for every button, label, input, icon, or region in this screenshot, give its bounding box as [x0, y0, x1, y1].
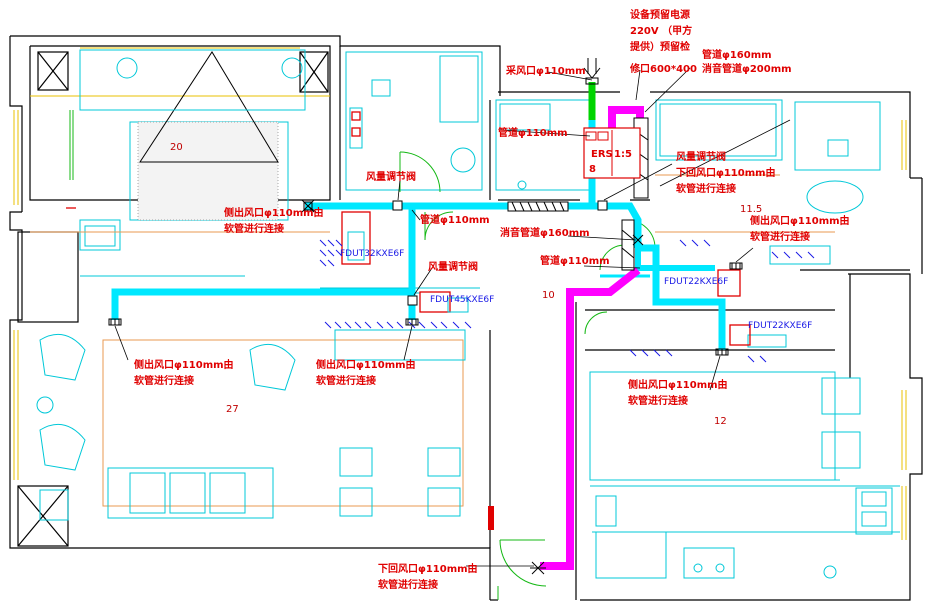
return-vent-bottom-line1: 下回风口φ110mm由	[378, 562, 478, 575]
side-vent-lr-line2: 软管进行连接	[628, 394, 688, 407]
ers-label: ERS	[591, 149, 613, 160]
return-vent-label-line1: 下回风口φ110mm由	[676, 166, 776, 179]
side-vent-ll-line2: 软管进行连接	[134, 374, 194, 387]
fdut-center-label: FDUT45KXE6F	[430, 295, 494, 305]
side-vent-ur-line1: 侧出风口φ110mm由	[750, 214, 850, 227]
duct-160-label: 管道φ160mm	[702, 48, 772, 61]
damper-right-icon	[597, 200, 608, 211]
fdut-right-label: FDUT22KXE6F	[664, 277, 728, 287]
power-note-line1: 设备预留电源	[630, 8, 690, 21]
duct-110-top-label: 管道φ110mm	[498, 126, 568, 139]
walls	[9, 35, 923, 601]
fdut-left-label: FDUT32KXE6F	[340, 249, 404, 259]
silencer-duct-200-label: 消音管道φ200mm	[702, 62, 792, 75]
damper-left-icon	[392, 200, 403, 211]
side-vent-lr-line1: 侧出风口φ110mm由	[628, 378, 728, 391]
duct-110-right-label: 管道φ110mm	[540, 254, 610, 267]
ers-unit: ERS 8 1:5	[583, 127, 641, 179]
ratio-label: 1:5	[614, 149, 632, 160]
side-vent-ul-line1: 侧出风口φ110mm由	[224, 206, 324, 219]
room-number-12: 12	[714, 416, 727, 427]
fdut-lower-right-label: FDUT22KXE6F	[748, 321, 812, 331]
duct-110-mid-label: 管道φ110mm	[420, 213, 490, 226]
return-vent-bottom-line2: 软管进行连接	[378, 578, 438, 591]
leader-lines	[114, 67, 791, 567]
room-number-10: 10	[542, 290, 555, 301]
side-vent-ul-line2: 软管进行连接	[224, 222, 284, 235]
side-vent-ur-line2: 软管进行连接	[750, 230, 810, 243]
ers-sub-label: 8	[589, 164, 596, 175]
furniture	[13, 47, 907, 600]
indoor-units	[341, 211, 751, 346]
room-number-20: 20	[170, 142, 183, 153]
side-vent-ll-line1: 侧出风口φ110mm由	[134, 358, 234, 371]
damper-left-label: 风量调节阀	[366, 170, 416, 183]
room-number-27: 27	[226, 404, 239, 415]
vent-grilles	[319, 239, 815, 363]
damper-center-icon	[407, 295, 418, 306]
annotations: 设备预留电源 220V （甲方 提供）预留检 修口600*400 采风口φ110…	[134, 8, 850, 591]
damper-center-label: 风量调节阀	[428, 260, 478, 273]
side-vent-lm-line2: 软管进行连接	[316, 374, 376, 387]
damper-right-label: 风量调节阀	[676, 150, 726, 163]
side-vent-lm-line1: 侧出风口φ110mm由	[316, 358, 416, 371]
power-note-line4: 修口600*400	[629, 62, 697, 75]
return-vent-label-line2: 软管进行连接	[676, 182, 736, 195]
power-note-line2: 220V （甲方	[630, 24, 692, 37]
room-number-11-5: 11.5	[740, 204, 762, 215]
power-note-line3: 提供）预留检	[630, 40, 690, 53]
silencer-duct-160-label: 消音管道φ160mm	[500, 226, 590, 239]
fresh-air-inlet-label: 采风口φ110mm	[505, 64, 586, 77]
